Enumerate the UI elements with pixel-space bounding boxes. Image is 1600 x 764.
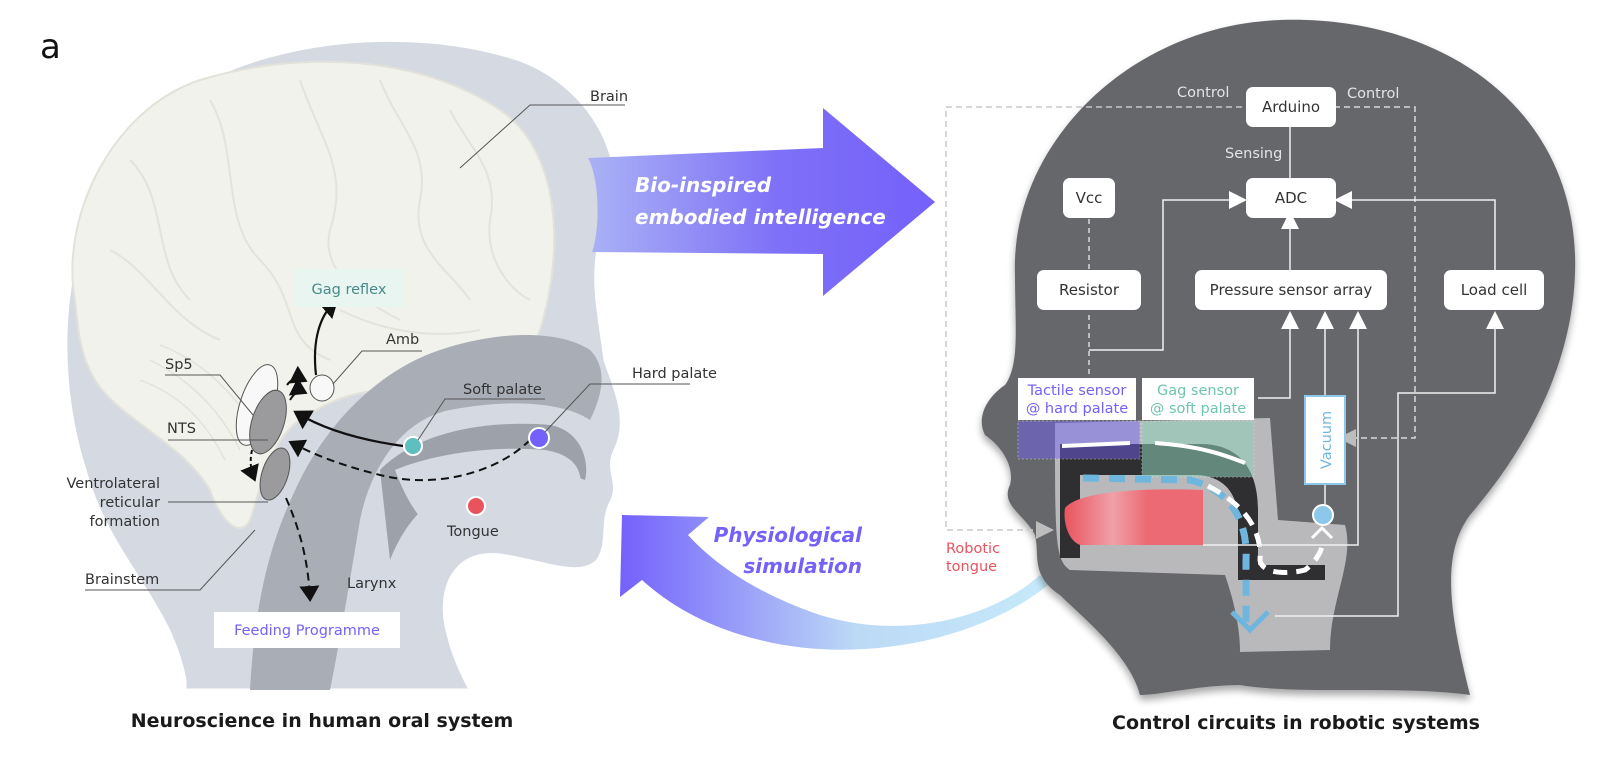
node-adc: [1246, 178, 1336, 218]
label-ventrolateral-2: reticular: [100, 495, 160, 511]
arrow-softpalate-to-nts: [293, 410, 404, 448]
node-vcc: [1063, 178, 1115, 218]
label-brainstem: Brainstem: [85, 572, 159, 588]
oral-cavity: [395, 448, 582, 547]
brain-folds: [109, 79, 531, 361]
gag-sensor-line2: @ soft palate: [1150, 401, 1246, 417]
tactile-sensor-label-box: [1018, 378, 1136, 420]
tongue-dot: [466, 496, 486, 516]
label-gag-reflex: Gag reflex: [312, 282, 387, 298]
node-pressure-sensor-array-label: Pressure sensor array: [1210, 281, 1373, 299]
arrow-nts-to-amb: [288, 377, 308, 401]
robotic-head-illustration: [981, 19, 1576, 700]
leader-lines: [85, 104, 690, 591]
label-brain: Brain: [590, 89, 628, 105]
label-ventrolateral-3: formation: [90, 514, 160, 530]
air-flow-path: [1082, 474, 1250, 630]
nts-nucleus: [249, 389, 287, 455]
label-hard-palate: Hard palate: [632, 366, 717, 382]
physiological-simulation-arrow: [620, 515, 1048, 650]
arrow-nts-to-vlrf: [240, 449, 259, 482]
node-resistor: [1037, 270, 1141, 310]
top-arrow-line1: Bio-inspired: [635, 173, 772, 197]
edge-label-control-left: Control: [1177, 85, 1229, 101]
amb-nucleus: [309, 374, 335, 402]
gag-sensor-zone: [1141, 420, 1255, 478]
top-arrow-line2: embodied intelligence: [635, 205, 886, 229]
robotic-tongue-line1: Robotic: [946, 541, 1000, 557]
node-pressure-sensor-array: [1195, 270, 1387, 310]
node-resistor-label: Resistor: [1059, 281, 1120, 299]
arrow-hardpalate-to-nts: [288, 439, 531, 482]
human-head-illustration: [64, 38, 690, 692]
label-amb: Amb: [386, 332, 419, 348]
airway: [250, 335, 602, 690]
edge-label-control-right: Control: [1347, 86, 1399, 102]
bottom-arrow-line2: simulation: [743, 554, 862, 578]
hard-palate-dot: [528, 427, 550, 449]
label-larynx: Larynx: [347, 576, 397, 592]
node-arduino-label: Arduino: [1262, 98, 1320, 116]
node-vacuum-label: Vacuum: [1319, 411, 1335, 469]
gag-sensor-line1: Gag sensor: [1157, 383, 1239, 399]
label-nts: NTS: [167, 421, 196, 437]
node-load-cell-label: Load cell: [1461, 281, 1528, 299]
node-arduino: [1246, 87, 1336, 127]
edge-label-sensing: Sensing: [1225, 146, 1282, 162]
panel-letter: a: [40, 27, 61, 67]
gag-reflex-box: [294, 269, 404, 307]
right-panel-title: Control circuits in robotic systems: [1112, 712, 1480, 734]
tactile-sensor-zone: [1017, 420, 1141, 460]
node-adc-label: ADC: [1275, 189, 1307, 207]
node-vacuum: [1304, 395, 1346, 485]
robotic-tongue: [1064, 489, 1203, 545]
left-panel-title: Neuroscience in human oral system: [131, 710, 514, 732]
node-load-cell: [1444, 270, 1544, 310]
label-soft-palate: Soft palate: [463, 382, 542, 398]
node-vcc-label: Vcc: [1076, 189, 1103, 207]
arrow-vlrf-to-feeding: [285, 497, 320, 602]
tactile-sensor-line2: @ hard palate: [1026, 401, 1128, 417]
bio-inspired-arrow: [588, 108, 935, 296]
gag-sensor-label-box: [1142, 378, 1254, 420]
tactile-sensor-line1: Tactile sensor: [1027, 383, 1127, 399]
bottom-arrow-line1: Physiological: [714, 523, 864, 547]
label-ventrolateral-1: Ventrolateral: [67, 476, 161, 492]
vlrf-nucleus: [259, 447, 291, 501]
label-sp5: Sp5: [165, 357, 193, 373]
soft-palate-dot: [403, 436, 423, 456]
vacuum-port: [1312, 504, 1334, 526]
robotic-tongue-line2: tongue: [946, 559, 997, 575]
vacuum-flow-path: [1206, 483, 1326, 576]
feeding-programme-box: [214, 612, 400, 648]
label-tongue: Tongue: [446, 524, 499, 540]
label-feeding-programme: Feeding Programme: [234, 623, 380, 639]
circuit-wiring: [945, 106, 1504, 617]
